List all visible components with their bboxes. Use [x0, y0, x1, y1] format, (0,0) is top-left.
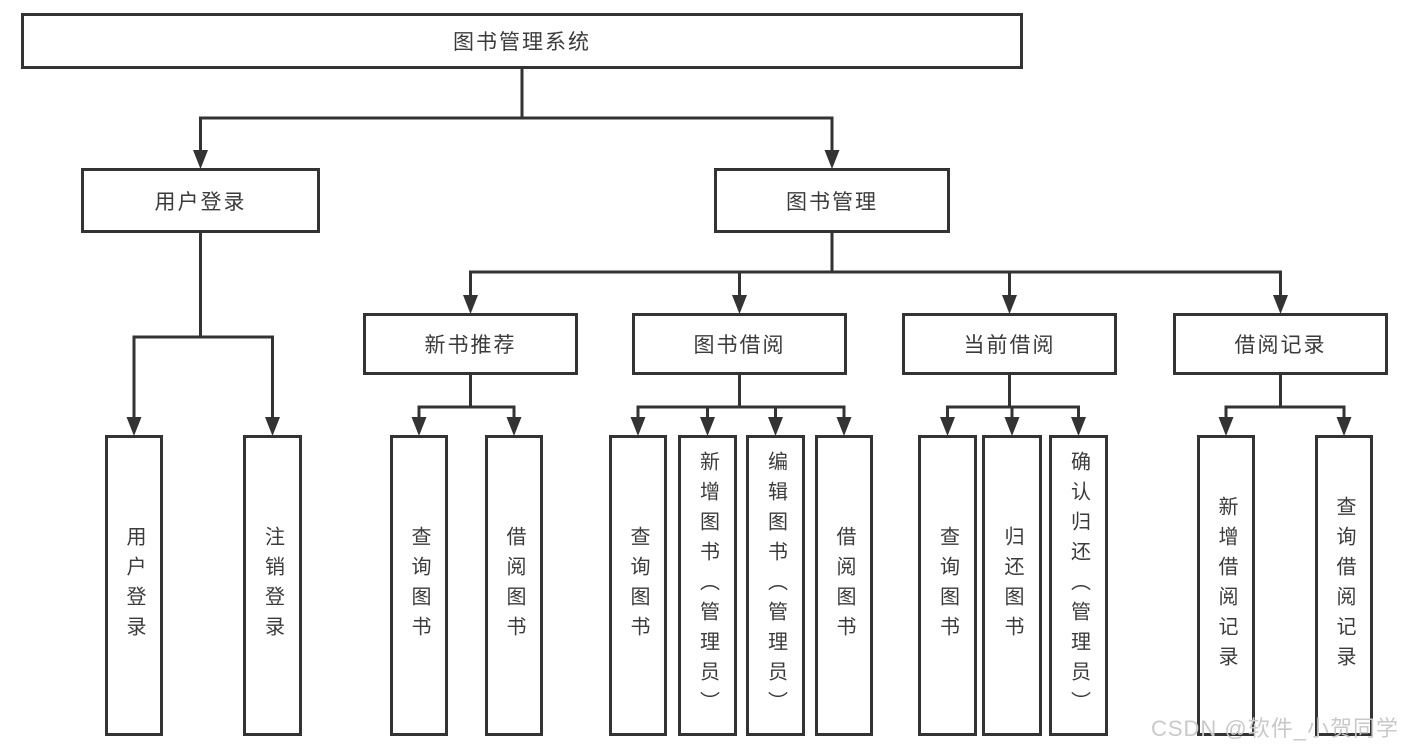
arrowhead-icon — [700, 417, 715, 436]
node-label-current: 当前借阅 — [963, 334, 1056, 357]
node-label-rec-query: 查询图书 — [408, 525, 430, 646]
node-label-c-query: 查询图书 — [936, 525, 959, 646]
node-label-b-add: 新增图书（管理员） — [696, 450, 719, 721]
arrowhead-icon — [506, 417, 522, 436]
node-c-return: 归还图书 — [982, 435, 1042, 736]
node-label-b-borrow: 借阅图书 — [833, 525, 855, 646]
arrowhead-icon — [836, 417, 852, 436]
node-r-add: 新增借阅记录 — [1197, 435, 1255, 736]
node-login: 用户登录 — [81, 168, 320, 233]
arrowhead-icon — [411, 417, 427, 436]
arrowhead-icon — [1273, 295, 1288, 314]
node-b-add: 新增图书（管理员） — [678, 435, 737, 736]
node-rec: 新书推荐 — [363, 313, 578, 375]
node-label-r-add: 新增借阅记录 — [1215, 495, 1237, 676]
node-leaf-logout: 注销登录 — [243, 435, 302, 736]
arrowhead-icon — [1336, 417, 1352, 436]
node-label-records: 借阅记录 — [1234, 334, 1327, 357]
node-label-borrow: 图书借阅 — [693, 334, 786, 357]
node-label-b-query: 查询图书 — [627, 525, 649, 646]
arrowhead-icon — [1004, 417, 1020, 436]
node-records: 借阅记录 — [1173, 313, 1388, 375]
arrowhead-icon — [463, 295, 478, 314]
arrowhead-icon — [126, 417, 142, 436]
arrowhead-icon — [768, 417, 783, 436]
node-b-query: 查询图书 — [609, 435, 667, 736]
arrowhead-icon — [824, 150, 840, 169]
node-label-root: 图书管理系统 — [453, 31, 591, 54]
watermark-text: CSDN @软件_小贺同学 — [1150, 716, 1399, 741]
node-leaf-user-login: 用户登录 — [105, 435, 163, 736]
node-current: 当前借阅 — [902, 313, 1117, 375]
node-mgmt: 图书管理 — [714, 168, 950, 233]
node-label-rec: 新书推荐 — [424, 334, 517, 357]
node-root: 图书管理系统 — [21, 13, 1023, 69]
node-borrow: 图书借阅 — [632, 313, 847, 375]
node-label-c-confirm: 确认归还（管理员） — [1067, 450, 1090, 721]
node-rec-borrow: 借阅图书 — [485, 435, 543, 736]
node-label-b-edit: 编辑图书（管理员） — [764, 450, 787, 721]
node-label-leaf-logout: 注销登录 — [261, 525, 284, 646]
arrowhead-icon — [265, 417, 280, 436]
node-c-confirm: 确认归还（管理员） — [1049, 435, 1108, 736]
node-label-r-query: 查询借阅记录 — [1333, 495, 1355, 676]
arrowhead-icon — [193, 150, 208, 169]
node-r-query: 查询借阅记录 — [1315, 435, 1373, 736]
arrowhead-icon — [1218, 417, 1234, 436]
arrowhead-icon — [1071, 417, 1086, 436]
node-b-borrow: 借阅图书 — [815, 435, 873, 736]
arrowhead-icon — [630, 417, 646, 436]
arrowhead-icon — [732, 295, 747, 314]
arrowhead-icon — [1002, 295, 1017, 314]
node-label-rec-borrow: 借阅图书 — [503, 525, 525, 646]
node-label-mgmt: 图书管理 — [786, 190, 878, 214]
node-label-login: 用户登录 — [154, 190, 247, 214]
node-label-c-return: 归还图书 — [1001, 525, 1023, 646]
node-b-edit: 编辑图书（管理员） — [746, 435, 805, 736]
node-c-query: 查询图书 — [918, 435, 977, 736]
node-rec-query: 查询图书 — [390, 435, 448, 736]
arrowhead-icon — [940, 417, 955, 436]
node-label-leaf-user-login: 用户登录 — [123, 525, 145, 646]
